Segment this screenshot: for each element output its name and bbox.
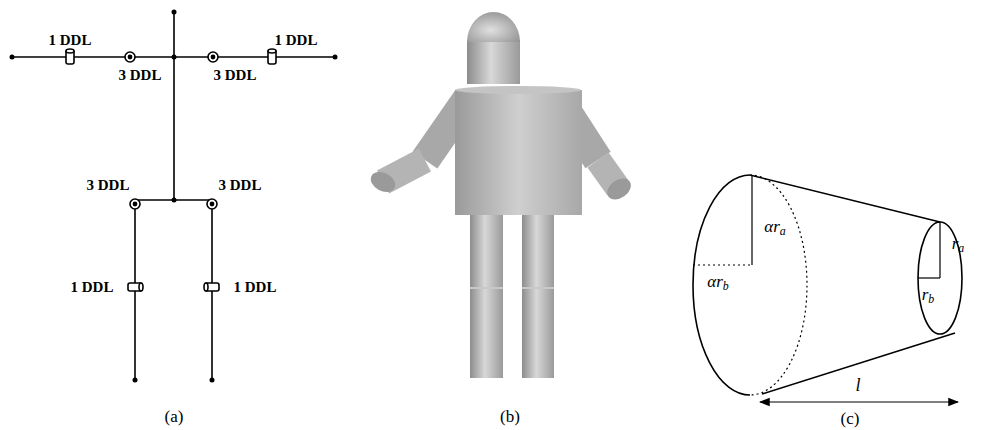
dimension-label: αrb — [707, 273, 729, 293]
dof-label: 3 DDL — [119, 68, 162, 83]
dimension-label: αra — [764, 218, 786, 238]
dof-label: 1 DDL — [234, 280, 277, 295]
dof-label: 3 DDL — [87, 178, 130, 193]
humanoid-model — [367, 12, 635, 378]
dof-label: l — [855, 376, 860, 394]
dof-label: 1 DDL — [275, 33, 318, 48]
dof-label: 3 DDL — [219, 178, 262, 193]
panel-label: (b) — [500, 408, 520, 425]
panel-label: (a) — [165, 408, 184, 425]
dof-label: 1 DDL — [49, 33, 92, 48]
dof-label: 3 DDL — [214, 68, 257, 83]
dof-label: 1 DDL — [71, 280, 114, 295]
dimension-label: ra — [952, 235, 965, 255]
cone-primitive — [693, 175, 962, 402]
panel-label: (c) — [841, 410, 860, 427]
dimension-label: rb — [922, 286, 935, 306]
skeleton — [10, 10, 338, 383]
